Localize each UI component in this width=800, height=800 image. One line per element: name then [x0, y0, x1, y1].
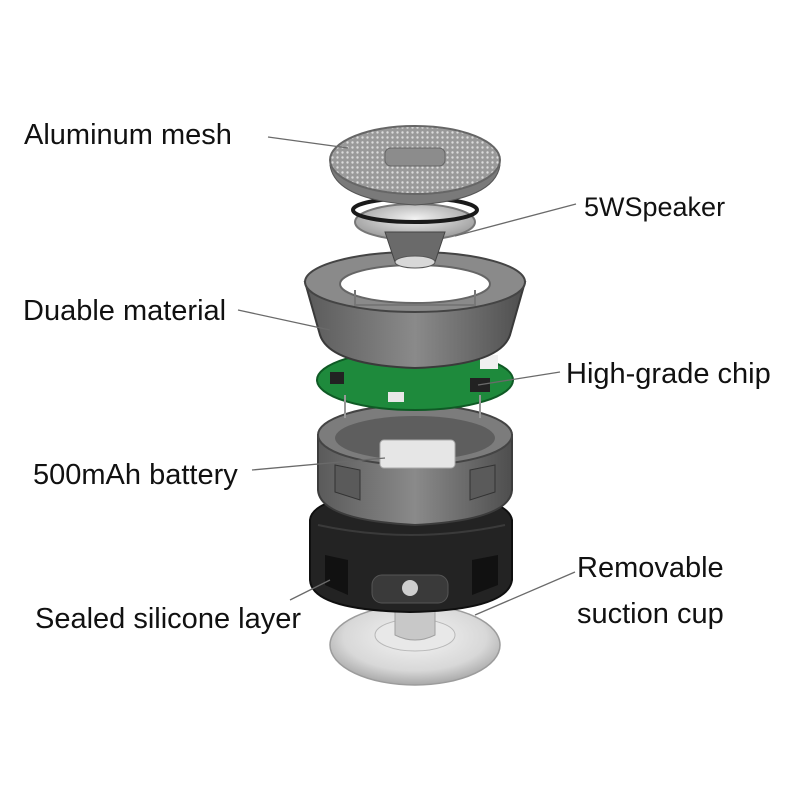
label-speaker: 5WSpeaker	[584, 192, 726, 222]
label-suction-cup-line1: Removable	[577, 552, 724, 584]
leader-line-battery	[251, 457, 386, 471]
speaker-driver	[351, 196, 479, 269]
leader-line-durable	[237, 309, 331, 331]
label-aluminum-mesh: Aluminum mesh	[24, 119, 232, 151]
leader-line-chip	[477, 371, 561, 386]
leader-lines	[237, 136, 577, 616]
suction-cup	[329, 604, 501, 686]
label-suction-cup-line2: suction cup	[577, 598, 724, 630]
leader-line-silicone	[289, 579, 331, 601]
label-chip: High-grade chip	[566, 358, 771, 390]
upper-housing	[303, 251, 527, 370]
battery-housing	[317, 404, 513, 527]
label-durable-material: Duable material	[23, 295, 227, 327]
label-battery: 500mAh battery	[33, 459, 238, 491]
aluminum-mesh	[329, 125, 501, 206]
label-suction-cup: Removable suction cup	[577, 545, 724, 637]
leader-line-suction	[474, 571, 576, 616]
leader-line-mesh	[267, 136, 349, 149]
label-silicone-layer: Sealed silicone layer	[35, 603, 301, 635]
pcb-board	[316, 349, 514, 418]
leader-line-speaker	[454, 203, 577, 237]
